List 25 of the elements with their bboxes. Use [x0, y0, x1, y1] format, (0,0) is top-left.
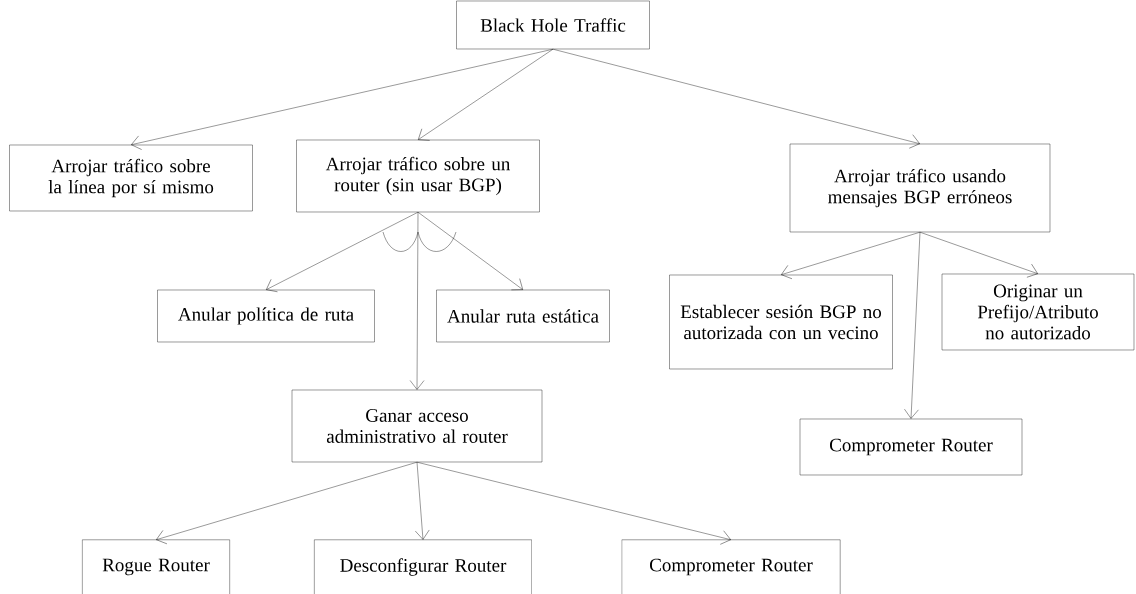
arrow	[904, 232, 921, 419]
node-box: Anular política de ruta	[157, 289, 375, 343]
node-box: Comprometer Router	[799, 418, 1023, 476]
node-box: Arrojar tráfico sobre un router (sin usar BGP)	[296, 139, 540, 213]
arrow	[131, 49, 554, 150]
arrow	[156, 462, 418, 545]
node-box: Comprometer Router	[621, 539, 841, 594]
arrow	[409, 212, 425, 390]
node-box: Desconfigurar Router	[314, 539, 532, 594]
node-box: Arrojar tráfico usando mensajes BGP erróneos	[789, 143, 1051, 233]
node-box: Ganar acceso administrativo al router	[291, 389, 543, 463]
arrow	[416, 462, 731, 545]
arrow	[552, 49, 920, 149]
node-box: Establecer sesión BGP no autorizada con un vecino	[669, 274, 893, 370]
arrow	[781, 232, 921, 279]
node-box: Black Hole Traffic	[456, 0, 650, 50]
node-box: Originar un Prefijo/Atributo no autorizado	[941, 273, 1135, 351]
node-box: Anular ruta estática	[436, 289, 610, 343]
arrow	[418, 49, 554, 141]
arrow	[417, 212, 523, 291]
node-box: Arrojar tráfico sobre la línea por sí mismo	[9, 144, 253, 212]
arrow	[919, 232, 1038, 278]
node-box: Rogue Router	[82, 539, 230, 594]
arrow	[266, 212, 419, 292]
arrow	[415, 462, 430, 540]
